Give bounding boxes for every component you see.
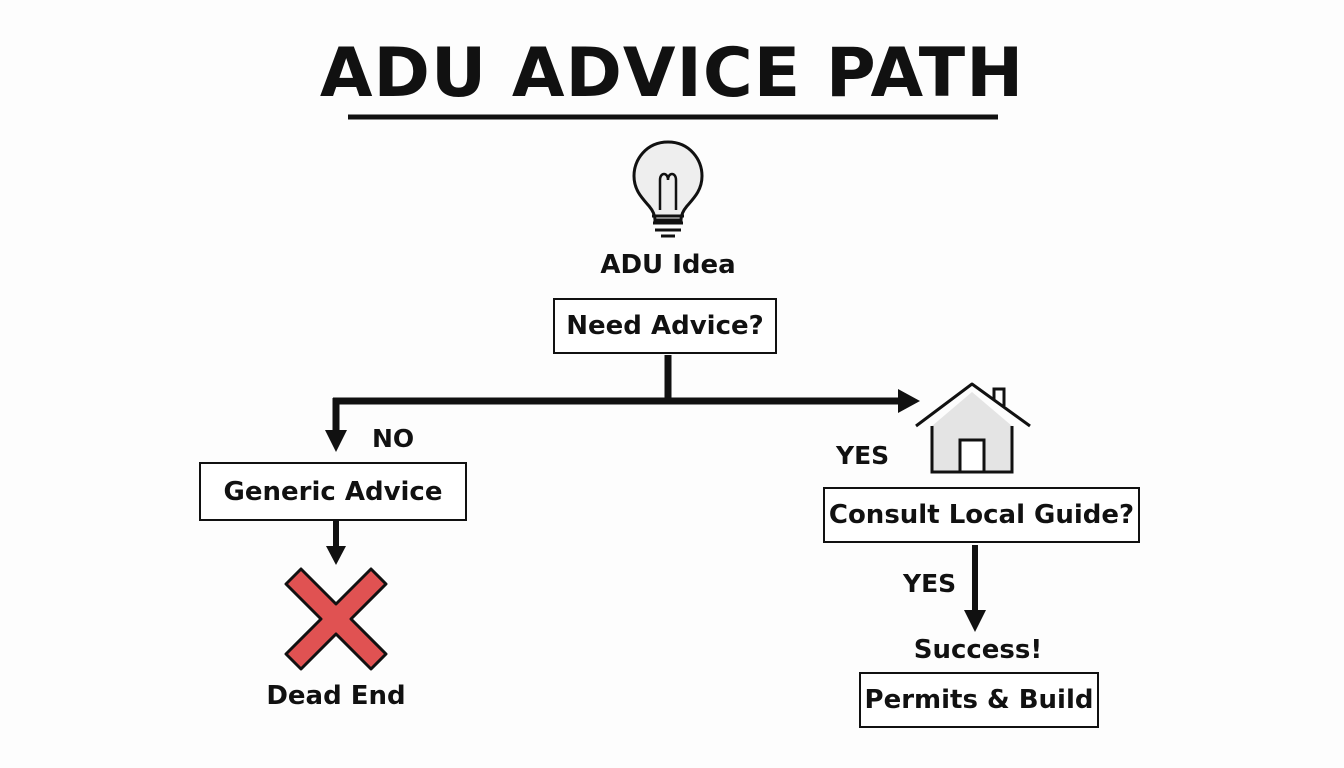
node-consult-label: Consult Local Guide? (828, 500, 1135, 530)
arrow-yes-branch (898, 389, 920, 413)
edge-yes-consult-label: YES (903, 569, 957, 598)
arrow-generic (326, 546, 346, 565)
node-permits-label: Permits & Build (864, 685, 1094, 715)
arrow-consult (964, 610, 986, 632)
edge-no-label: NO (372, 424, 415, 453)
red-x-icon (284, 567, 388, 671)
node-question-box: Need Advice? (553, 298, 777, 354)
node-question-label: Need Advice? (566, 311, 764, 341)
node-start-label: ADU Idea (600, 250, 736, 280)
node-permits-box: Permits & Build (859, 672, 1099, 728)
lightbulb-icon (632, 140, 704, 238)
arrow-no (325, 430, 347, 452)
diagram-title: ADU ADVICE PATH (319, 34, 1025, 113)
node-consult-box: Consult Local Guide? (823, 487, 1140, 543)
node-generic-box: Generic Advice (199, 462, 467, 521)
house-icon (915, 382, 1031, 474)
edge-yes-branch-label: YES (836, 441, 890, 470)
node-success-label: Success! (913, 635, 1043, 665)
node-generic-label: Generic Advice (223, 476, 443, 507)
node-dead-end-label: Dead End (266, 681, 406, 711)
